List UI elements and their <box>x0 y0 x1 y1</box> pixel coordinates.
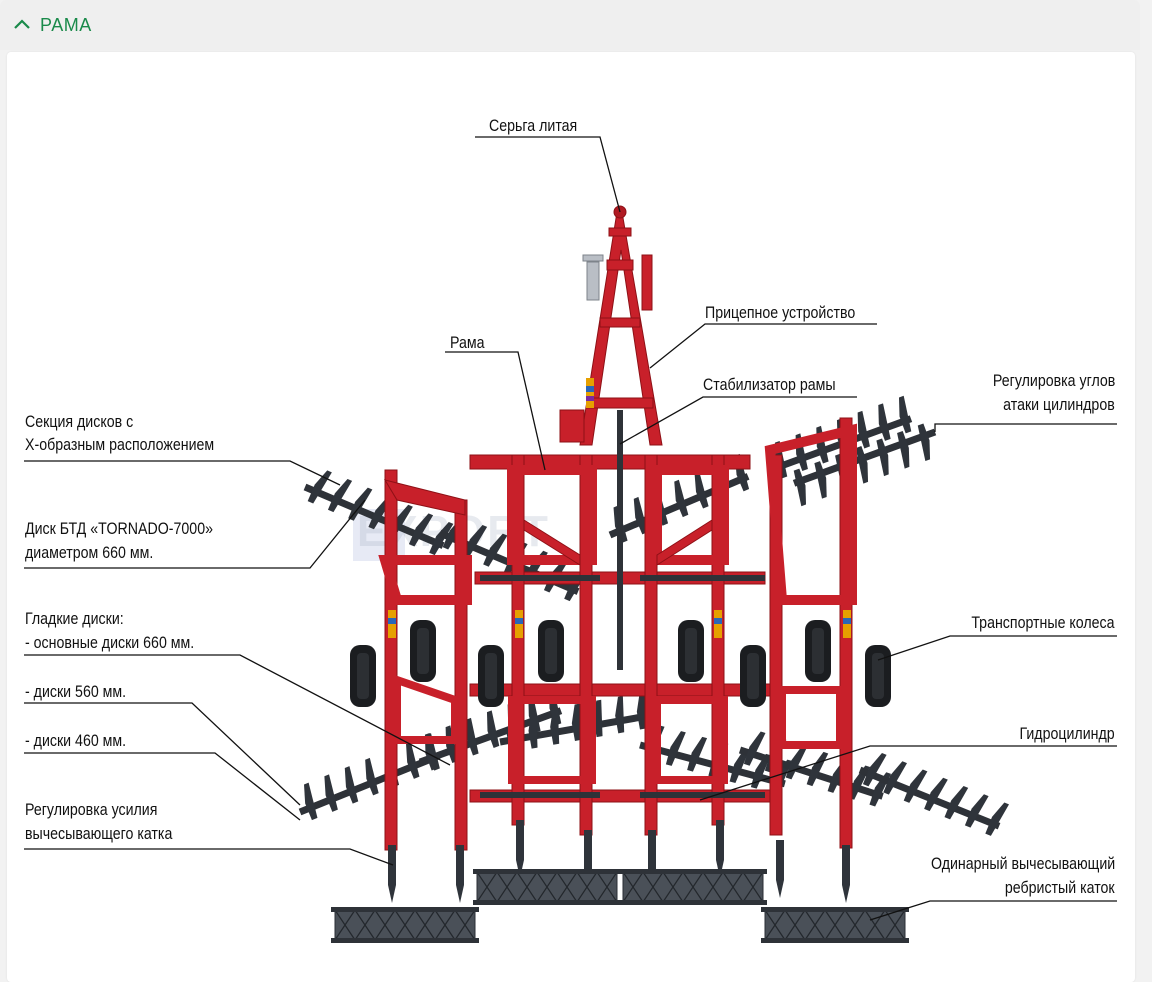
section-title: РАМА <box>40 14 92 35</box>
label-regul-usil-2: вычесывающего катка <box>25 825 173 843</box>
label-sektsiya-2: Х-образным расположением <box>25 436 215 454</box>
label-serga: Серьга литая <box>489 117 578 135</box>
label-regul-usil-1: Регулировка усилия <box>25 801 158 819</box>
diagram-panel: EXPORT <box>7 52 1135 982</box>
label-regul-uglov-1: Регулировка углов <box>992 372 1115 390</box>
harrow-frame-illustration <box>24 136 1117 944</box>
label-transport: Транспортные колеса <box>971 614 1115 632</box>
hydraulic-markers <box>388 378 851 638</box>
section-header-rama[interactable]: РАМА <box>0 0 1140 50</box>
label-pritsepnoe: Прицепное устройство <box>705 304 856 322</box>
label-rama: Рама <box>450 334 485 352</box>
label-disk-1: Диск БТД «TORNADO-7000» <box>25 520 213 538</box>
label-gidro: Гидроцилиндр <box>1019 725 1115 743</box>
label-gladkie-2: - основные диски 660 мм. <box>25 634 195 652</box>
label-disk-2: диаметром 660 мм. <box>25 544 154 562</box>
label-katok-1: Одинарный вычесывающий <box>930 855 1115 873</box>
label-diski-460: - диски 460 мм. <box>25 732 127 750</box>
rib-rollers <box>330 868 910 944</box>
label-regul-uglov-2: атаки цилиндров <box>1003 396 1115 414</box>
chevron-up-icon <box>12 14 34 36</box>
label-gladkie-1: Гладкие диски: <box>25 610 124 628</box>
label-sektsiya-1: Секция дисков с <box>25 413 134 431</box>
label-diski-560: - диски 560 мм. <box>25 683 127 701</box>
label-stabilizator: Стабилизатор рамы <box>703 376 836 394</box>
label-katok-2: ребристый каток <box>1005 879 1115 897</box>
